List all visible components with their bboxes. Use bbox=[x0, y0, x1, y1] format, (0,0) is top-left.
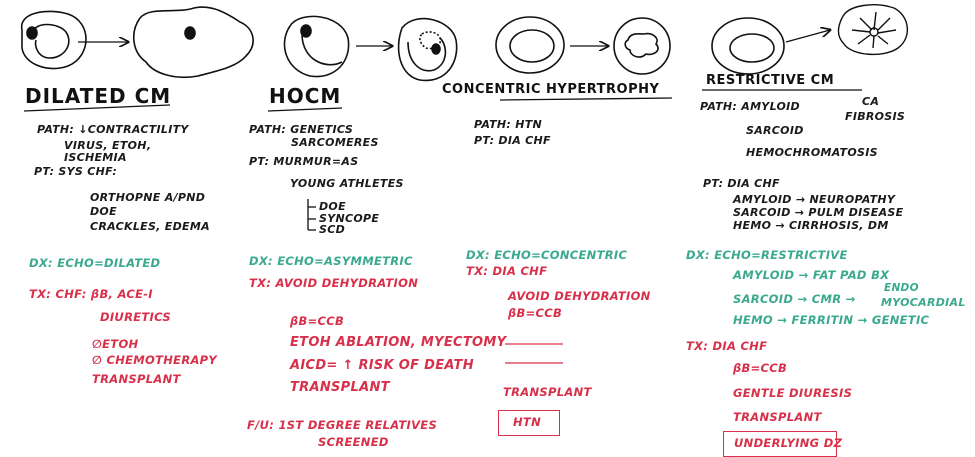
hocm-tx: TX: AVOID DEHYDRATION bbox=[249, 276, 419, 290]
concentric-tx-item: AVOID DEHYDRATION bbox=[508, 289, 651, 303]
restrictive-dx-item: HEMO → FERRITIN → GENETIC bbox=[733, 313, 930, 327]
hocm-pt-item: SYNCOPE bbox=[319, 212, 380, 225]
restrictive-tx: TX: DIA CHF bbox=[686, 339, 768, 353]
concentric-path: PATH: HTN bbox=[474, 118, 543, 131]
restrictive-tx-item: TRANSPLANT bbox=[733, 410, 822, 424]
dilated-tx-item: DIURETICS bbox=[100, 310, 172, 324]
heart-hocm-icon bbox=[397, 17, 458, 82]
restrictive-path-item: SARCOID bbox=[746, 124, 804, 137]
hocm-pt: PT: MURMUR=AS bbox=[249, 155, 359, 168]
hocm-tx-item: βB=CCB bbox=[290, 314, 345, 328]
restrictive-tx-box: UNDERLYING DZ bbox=[723, 431, 842, 457]
arrow-right-icon bbox=[785, 30, 830, 43]
restrictive-dx-item: MYOCARDIAL bbox=[881, 296, 966, 309]
hocm-pt-item: SCD bbox=[319, 223, 346, 236]
concentric-title: CONCENTRIC HYPERTROPHY bbox=[442, 82, 660, 97]
restrictive-pt-item: SARCOID → PULM DISEASE bbox=[733, 206, 904, 219]
concentric-tx-box-label: HTN bbox=[513, 415, 541, 429]
heart-dilated-icon bbox=[133, 6, 254, 78]
restrictive-pt-item: AMYLOID → NEUROPATHY bbox=[733, 193, 896, 206]
hocm-path: PATH: GENETICS bbox=[249, 123, 354, 136]
dilated-pt-item: ORTHOPNE A/PND bbox=[90, 191, 206, 204]
restrictive-dx-item: AMYLOID → FAT PAD BX bbox=[733, 268, 890, 282]
hocm-fu-item: SCREENED bbox=[318, 435, 389, 449]
heart-concentric-icon bbox=[613, 17, 671, 75]
concentric-tx-box: HTN bbox=[498, 410, 560, 436]
hocm-tx-item: ETOH ABLATION, MYECTOMY bbox=[290, 335, 507, 350]
restrictive-path-item: HEMOCHROMATOSIS bbox=[746, 146, 878, 159]
concentric-dx: DX: ECHO=CONCENTRIC bbox=[466, 248, 628, 262]
hocm-fu: F/U: 1ST DEGREE RELATIVES bbox=[247, 418, 438, 432]
concentric-tx: TX: DIA CHF bbox=[466, 264, 548, 278]
restrictive-path: PATH: AMYLOID bbox=[700, 100, 800, 113]
restrictive-pt: PT: DIA CHF bbox=[703, 177, 780, 190]
heart-normal-icon bbox=[21, 10, 87, 70]
restrictive-dx-item: SARCOID → CMR → bbox=[733, 292, 856, 306]
restrictive-dx: DX: ECHO=RESTRICTIVE bbox=[686, 248, 848, 262]
pt-branch bbox=[307, 199, 316, 231]
dilated-tx-item: ∅ CHEMOTHERAPY bbox=[92, 353, 218, 367]
heart-normal-icon bbox=[495, 16, 565, 74]
hocm-pt-item: YOUNG ATHLETES bbox=[290, 177, 404, 190]
hocm-dx: DX: ECHO=ASYMMETRIC bbox=[249, 254, 413, 268]
dilated-tx-item: TRANSPLANT bbox=[92, 372, 181, 386]
hocm-pt-item: DOE bbox=[319, 200, 346, 213]
heart-normal-icon bbox=[711, 17, 785, 75]
heart-normal-icon bbox=[283, 15, 350, 78]
restrictive-dx-item: ENDO bbox=[884, 282, 919, 294]
dilated-pt: PT: SYS CHF: bbox=[34, 165, 118, 178]
restrictive-path-ca: CA bbox=[862, 95, 880, 108]
dilated-tx: TX: CHF: βB, ACE-I bbox=[29, 287, 153, 301]
hocm-title: HOCM bbox=[269, 84, 342, 108]
hocm-tx-item: AICD= ↑ RISK OF DEATH bbox=[290, 358, 474, 373]
restrictive-tx-box-label: UNDERLYING DZ bbox=[734, 436, 843, 450]
restrictive-tx-item: GENTLE DIURESIS bbox=[733, 386, 853, 400]
dilated-pt-item: CRACKLES, EDEMA bbox=[90, 220, 210, 233]
concentric-tx-item: TRANSPLANT bbox=[503, 385, 592, 399]
dilated-pt-item: DOE bbox=[90, 205, 117, 218]
concentric-tx-item: βB=CCB bbox=[508, 306, 563, 320]
restrictive-tx-item: βB=CCB bbox=[733, 361, 788, 375]
hocm-tx-item: TRANSPLANT bbox=[290, 380, 390, 395]
dilated-path-causes: VIRUS, ETOH, bbox=[64, 139, 152, 152]
restrictive-title: RESTRICTIVE CM bbox=[706, 73, 835, 88]
restrictive-pt-item: HEMO → CIRRHOSIS, DM bbox=[733, 219, 889, 232]
dilated-path-causes: ISCHEMIA bbox=[64, 151, 127, 164]
dilated-title: DILATED CM bbox=[25, 84, 172, 108]
dilated-tx-item: ∅ETOH bbox=[92, 337, 139, 351]
dilated-path: PATH: ↓CONTRACTILITY bbox=[37, 123, 189, 136]
dilated-dx: DX: ECHO=DILATED bbox=[29, 256, 161, 270]
restrictive-path-fibrosis: FIBROSIS bbox=[845, 110, 906, 123]
concentric-pt: PT: DIA CHF bbox=[474, 134, 551, 147]
heart-restrictive-icon bbox=[837, 4, 908, 55]
hocm-path-item: SARCOMERES bbox=[291, 136, 379, 149]
